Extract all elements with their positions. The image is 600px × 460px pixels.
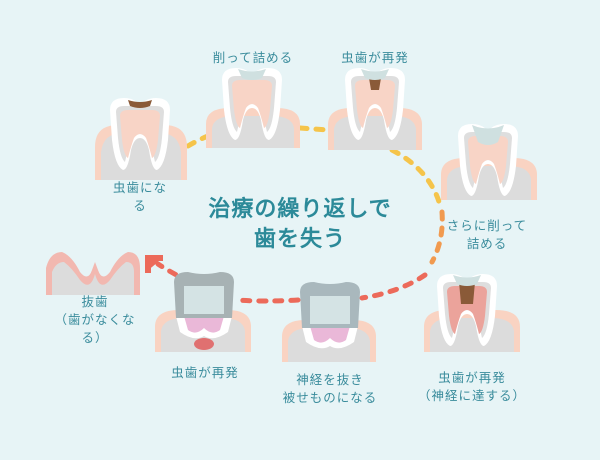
root-canal — [310, 326, 350, 343]
tooth-body — [345, 68, 405, 140]
tooth-body — [300, 282, 360, 349]
label-nerve-reach: （神経に達する） — [418, 388, 526, 403]
title-line-2: 歯を失う — [254, 226, 346, 252]
tooth-body — [437, 274, 497, 346]
label-extraction: る） — [81, 330, 108, 345]
tooth-crown — [282, 282, 376, 362]
tooth-filling — [206, 68, 300, 148]
tooth-cavity — [95, 98, 187, 180]
pulp — [447, 286, 487, 334]
bone — [212, 116, 294, 148]
bone — [52, 262, 134, 295]
dash-segment — [297, 125, 331, 133]
decay — [459, 282, 475, 304]
pulp — [232, 80, 272, 128]
tooth-nerve-reach — [424, 274, 520, 352]
tooth-body — [174, 272, 234, 350]
tooth-refill — [441, 124, 537, 200]
label-crown: 被せものになる — [283, 390, 378, 405]
pulp — [468, 136, 508, 184]
abscess — [194, 338, 214, 350]
dash-segment — [359, 272, 428, 301]
pulp — [355, 80, 395, 128]
filling — [453, 275, 481, 286]
tooth-extraction — [46, 252, 140, 295]
dash-segment — [389, 147, 443, 208]
label-recur1: 虫歯が再発 — [341, 50, 409, 65]
dash-segment — [233, 297, 301, 304]
label-recur3: 虫歯が再発 — [171, 365, 239, 380]
step-labels: 虫歯になる削って詰める虫歯が再発さらに削って詰める虫歯が再発（神経に達する）神経… — [54, 50, 527, 405]
crown-inner — [310, 296, 350, 324]
bone — [447, 166, 531, 200]
label-refill: 詰める — [467, 236, 508, 251]
label-cavity: る — [133, 198, 147, 213]
label-filling: 削って詰める — [213, 50, 293, 65]
dash-segment — [429, 209, 445, 265]
decay — [369, 78, 381, 90]
root-canal — [184, 316, 224, 333]
filling — [361, 69, 389, 80]
teeth-illustrations — [46, 68, 537, 362]
filling — [238, 69, 266, 80]
filling — [472, 125, 504, 145]
label-crown: 神経を抜き — [296, 372, 364, 387]
tooth-recur1 — [328, 68, 422, 150]
title-line-1: 治療の繰り返しで — [208, 196, 391, 222]
label-refill: さらに削って — [447, 218, 527, 233]
label-extraction: 抜歯 — [81, 294, 108, 309]
tooth-body — [222, 68, 282, 140]
dash-segment — [185, 133, 211, 149]
tooth-recur3 — [155, 272, 251, 352]
pulp — [120, 110, 160, 158]
tooth-body — [110, 98, 170, 170]
decay — [128, 100, 152, 108]
crown-inner — [184, 286, 224, 314]
label-extraction: （歯がなくな — [54, 312, 135, 327]
tooth-body — [458, 124, 518, 196]
arrowhead-icon — [145, 255, 163, 273]
label-cavity: 虫歯にな — [113, 180, 167, 195]
bone — [334, 116, 416, 150]
label-nerve-reach: 虫歯が再発 — [438, 370, 506, 385]
